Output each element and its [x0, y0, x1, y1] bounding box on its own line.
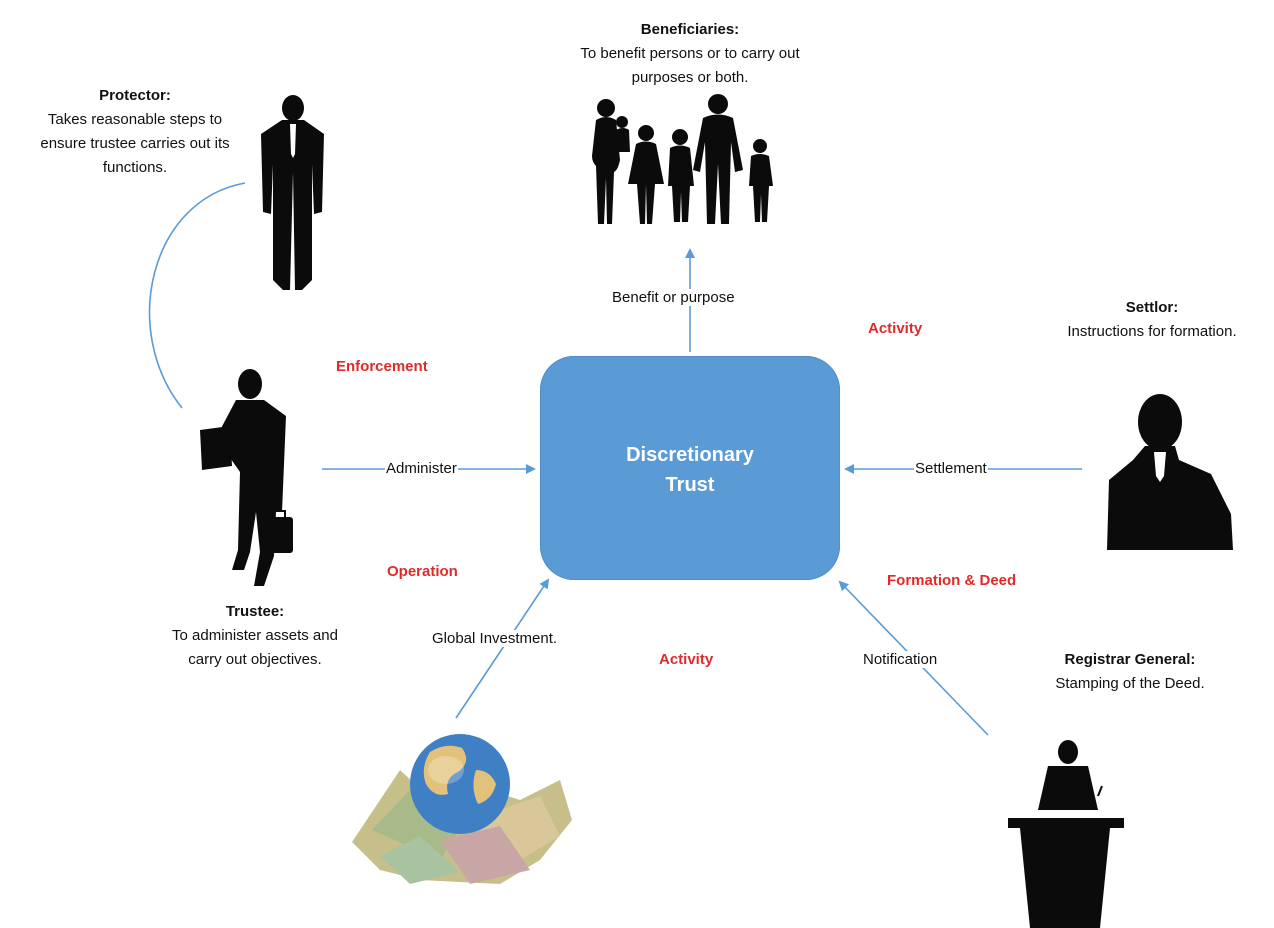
- global-investment-label: Global Investment.: [431, 630, 559, 647]
- protector-line3: functions.: [102, 159, 168, 176]
- beneficiaries-title: Beneficiaries:: [640, 21, 740, 38]
- administer-label: Administer: [385, 460, 458, 477]
- beneficiaries-line2: purposes or both.: [631, 69, 749, 86]
- protector-block: Protector: Takes reasonable steps to ens…: [0, 84, 270, 180]
- activity-bottom-label: Activity: [659, 651, 714, 668]
- trustee-line1: To administer assets and: [172, 627, 338, 644]
- benefit-label: Benefit or purpose: [611, 289, 736, 306]
- settlor-line1: Instructions for formation.: [1067, 323, 1237, 340]
- trustee-title: Trustee:: [225, 603, 285, 620]
- settlor-block: Settlor: Instructions for formation.: [1030, 296, 1274, 344]
- trustee-silhouette-icon: [200, 369, 293, 586]
- trustee-block: Trustee: To administer assets and carry …: [120, 600, 390, 672]
- formation-deed-label: Formation & Deed: [887, 572, 1017, 589]
- settlor-silhouette-icon: [1107, 394, 1233, 550]
- registrar-podium-icon: [1008, 740, 1124, 928]
- protector-line1: Takes reasonable steps to: [47, 111, 223, 128]
- globe-money-icon: [352, 734, 572, 884]
- trust-label-line2: Trust: [665, 474, 715, 496]
- beneficiaries-line1: To benefit persons or to carry out: [580, 45, 800, 62]
- beneficiaries-block: Beneficiaries: To benefit persons or to …: [510, 18, 870, 90]
- protector-title: Protector:: [99, 87, 171, 104]
- settlement-label: Settlement: [914, 460, 988, 477]
- registrar-block: Registrar General: Stamping of the Deed.: [1010, 648, 1250, 696]
- registrar-line1: Stamping of the Deed.: [1055, 675, 1205, 692]
- operation-label: Operation: [387, 563, 458, 580]
- global-investment-arrow: [455, 578, 550, 719]
- settlor-title: Settlor:: [1125, 299, 1179, 316]
- trust-label-line1: Discretionary: [626, 444, 754, 466]
- protector-trustee-curve: [148, 182, 246, 409]
- enforcement-label: Enforcement: [336, 358, 428, 375]
- protector-silhouette-icon: [261, 95, 324, 290]
- trust-label: Discretionary Trust: [540, 440, 840, 500]
- family-silhouette-icon: [592, 94, 773, 224]
- registrar-title: Registrar General:: [1064, 651, 1196, 668]
- notification-label: Notification: [862, 651, 939, 668]
- discretionary-trust-box: Discretionary Trust: [540, 356, 840, 580]
- activity-top-label: Activity: [868, 320, 923, 337]
- protector-line2: ensure trustee carries out its: [40, 135, 230, 152]
- trustee-line2: carry out objectives.: [188, 651, 322, 668]
